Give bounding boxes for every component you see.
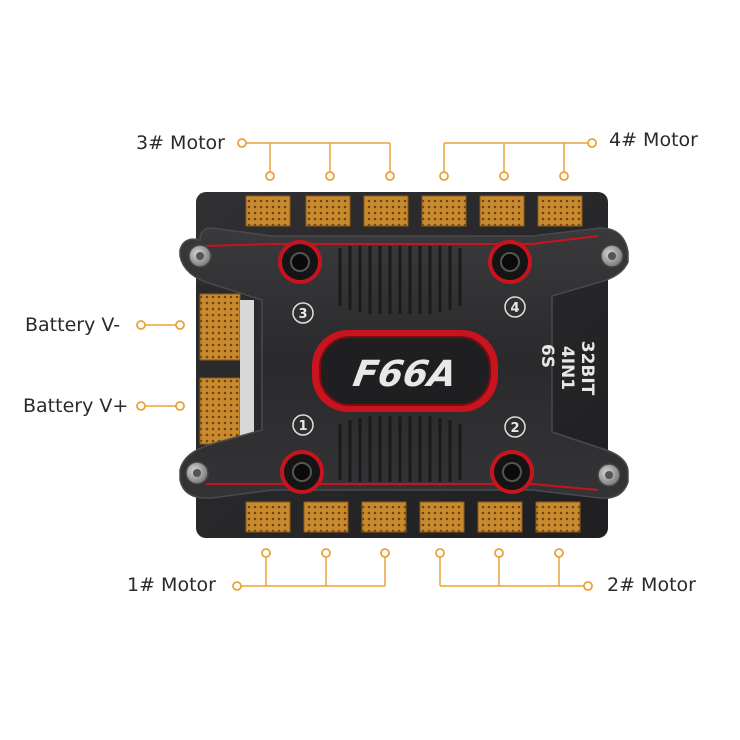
callout-lines (144, 142, 588, 587)
quadrant-label-4: 4 (510, 301, 519, 316)
motor-3-label: 3# Motor (136, 132, 225, 154)
heatsink-fins-bottom (338, 416, 462, 482)
quadrant-markers: 3 4 1 2 (292, 296, 526, 438)
battery-positive-label: Battery V+ (23, 395, 129, 417)
quadrant-label-3: 3 (298, 307, 307, 322)
motor-4-label: 4# Motor (609, 129, 698, 151)
motor-1-label: 1# Motor (127, 574, 216, 596)
battery-pads (199, 293, 254, 445)
brand-logo: F66A (350, 352, 460, 395)
logo-plate: F66A (312, 330, 498, 412)
motor-pads-bottom (245, 501, 581, 533)
battery-negative-label: Battery V- (25, 314, 121, 336)
spec-6s: 6S (537, 344, 557, 368)
spec-32bit: 32BIT (577, 341, 597, 396)
esc-board: F66A 3 4 1 2 32BIT 4IN1 6S (179, 192, 629, 538)
quadrant-label-2: 2 (510, 421, 519, 436)
motor-pads-top (245, 195, 583, 227)
motor-2-label: 2# Motor (607, 574, 696, 596)
spec-markings: 32BIT 4IN1 6S (537, 341, 597, 396)
corner-screws (185, 244, 624, 487)
callout-dots (136, 138, 597, 591)
quadrant-label-1: 1 (298, 419, 307, 434)
mounting-holes (278, 240, 534, 494)
heatsink-fins-top (338, 246, 462, 314)
spec-4in1: 4IN1 (557, 346, 577, 390)
